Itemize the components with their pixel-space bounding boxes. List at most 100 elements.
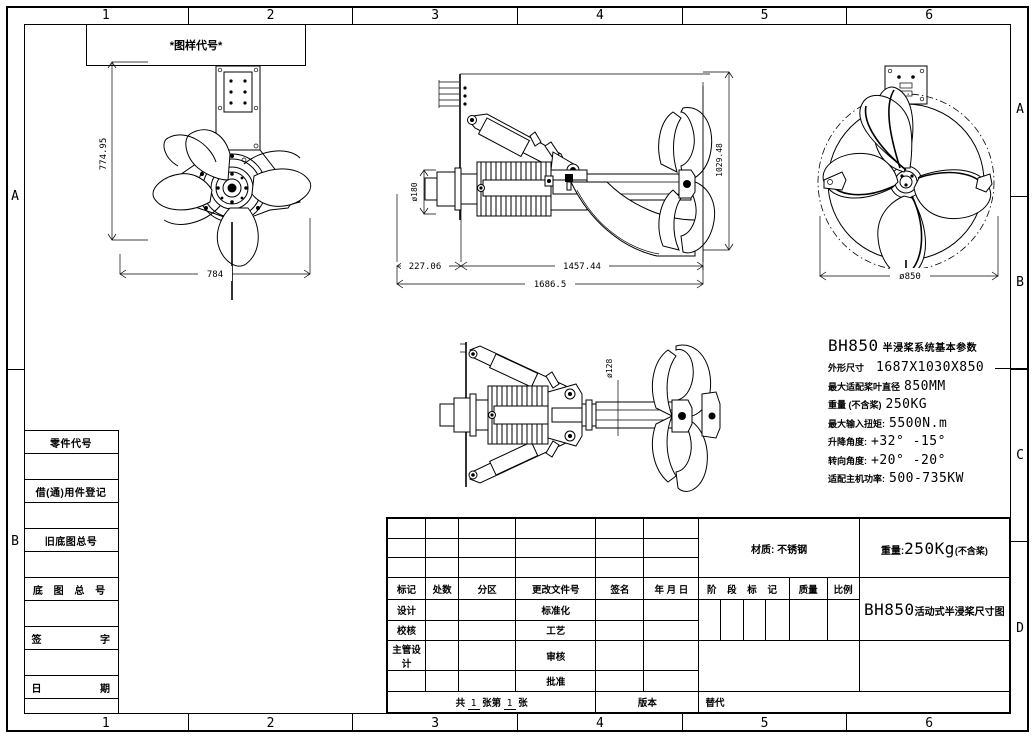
margin-label-common-part: 借(通)用件登记 — [35, 487, 107, 499]
zone-marker-right-b: B — [1011, 197, 1029, 370]
role-label-supervisor: 主管设计 — [386, 640, 427, 672]
revision-cell-count-r2[interactable] — [425, 537, 460, 559]
revision-cell-count-r3[interactable] — [425, 557, 460, 579]
margin-row-signature: 签 字 — [24, 627, 118, 650]
role-label-review: 审核 — [515, 640, 597, 672]
revision-cell-docno-r2[interactable] — [515, 537, 597, 559]
role-date-process[interactable] — [643, 619, 700, 642]
revision-cell-zone-r3[interactable] — [458, 557, 517, 579]
revision-cell-docno-r3[interactable] — [515, 557, 597, 579]
margin-row-old-base-no: 旧底图总号 — [24, 529, 118, 552]
margin-field-old-base-no[interactable] — [24, 552, 118, 578]
role-sign-supervisor[interactable] — [425, 640, 460, 672]
dimension-prop-diameter: ø850 — [819, 216, 999, 283]
dimension-front-height: 774.95 — [99, 61, 148, 241]
title-block: 材质: 不锈钢 重量:250Kg(不含桨) — [386, 517, 1011, 714]
revision-cell-mark-r2[interactable] — [386, 537, 427, 559]
role-date-approve[interactable] — [643, 670, 700, 693]
role-date-supervisor[interactable] — [458, 640, 517, 672]
sheet-count-cell: 共 1 张第 1 张 — [386, 691, 597, 713]
margin-field-date[interactable] — [24, 699, 118, 725]
margin-label-date-wrap: 日 期 — [32, 680, 111, 695]
weight-suffix: (不含桨) — [954, 545, 988, 556]
stage-blank-cell[interactable] — [698, 640, 860, 693]
margin-label-date-left: 日 — [31, 683, 43, 695]
end-view-propeller-disc: ø850 — [808, 62, 1008, 292]
margin-field-signature[interactable] — [24, 650, 118, 676]
role-sign-review[interactable] — [595, 640, 645, 672]
margin-label-base-no: 底 图 总 号 — [32, 585, 110, 597]
role-sign-design[interactable] — [425, 598, 460, 621]
role-date-blank[interactable] — [458, 670, 517, 693]
dimension-text-side-len-b: 1457.44 — [563, 262, 601, 272]
margin-label-signature-wrap: 签 字 — [32, 631, 111, 646]
margin-row-base-no: 底 图 总 号 — [24, 578, 118, 601]
role-date-standardization[interactable] — [643, 598, 700, 621]
role-label-approve: 批准 — [515, 670, 597, 693]
margin-label-part-code: 零件代号 — [50, 438, 92, 450]
spec-row-max-torque: 最大输入扭矩: 5500N.m — [828, 416, 1028, 431]
role-date-design[interactable] — [458, 598, 517, 621]
role-date-review[interactable] — [643, 640, 700, 672]
revision-cell-date-r2[interactable] — [643, 537, 700, 559]
role-label-check: 校核 — [386, 619, 427, 642]
revision-cell-zone-r1[interactable] — [458, 518, 517, 539]
revision-cell-docno-r1[interactable] — [515, 518, 597, 539]
stage-cell-1[interactable] — [698, 598, 722, 642]
sheet-count-mid: 张第 — [482, 698, 502, 710]
spec-value-weight: 250KG — [885, 397, 928, 412]
revision-cell-mark-r3[interactable] — [386, 557, 427, 579]
zone-marker-top-6: 6 — [925, 7, 934, 23]
zone-marker-left-b: B — [11, 534, 19, 550]
scale-header: 比例 — [826, 577, 860, 600]
scale-value-cell[interactable] — [826, 598, 860, 642]
revision-cell-sign-r3[interactable] — [595, 557, 645, 579]
front-elevation-propeller-view: 774.95 784 — [99, 61, 340, 302]
margin-field-part-code[interactable] — [24, 454, 118, 480]
revision-cell-date-r3[interactable] — [643, 557, 700, 579]
role-sign-standardization[interactable] — [595, 598, 645, 621]
margin-field-common-part[interactable] — [24, 503, 118, 529]
zone-marker-top-1: 1 — [24, 6, 189, 24]
stage-cell-4[interactable] — [764, 598, 790, 642]
dimension-text-side-height: 1029.48 — [715, 143, 724, 177]
zone-marker-top-2: 2 — [189, 6, 354, 24]
drawing-title-blank-cell[interactable] — [858, 640, 1011, 693]
role-sign-blank[interactable] — [425, 670, 460, 693]
spec-label-overall-size: 外形尺寸 — [828, 363, 865, 373]
margin-row-common-part: 借(通)用件登记 — [24, 480, 118, 503]
sheet-count-total: 1 — [467, 698, 480, 711]
stage-cell-3[interactable] — [742, 598, 766, 642]
revision-cell-date-r1[interactable] — [643, 518, 700, 539]
revision-cell-mark-r1[interactable] — [386, 518, 427, 539]
quality-header: 质量 — [788, 577, 828, 600]
revision-cell-sign-r2[interactable] — [595, 537, 645, 559]
spec-label-steer-angle: 转向角度: — [828, 455, 867, 466]
stage-cell-2[interactable] — [720, 598, 744, 642]
role-sign-approve[interactable] — [595, 670, 645, 693]
revision-cell-sign-r1[interactable] — [595, 518, 645, 539]
zone-marker-bottom-5: 5 — [683, 714, 848, 732]
revision-cell-count-r1[interactable] — [425, 518, 460, 539]
material-cell: 材质: 不锈钢 — [698, 517, 860, 579]
dimension-text-top-shaft-dia: ø128 — [605, 359, 614, 378]
zone-marker-bottom-2: 2 — [189, 714, 354, 732]
role-date-check[interactable] — [458, 619, 517, 642]
zone-strip-bottom: 1 2 3 4 5 6 — [24, 714, 1011, 732]
spec-value-overall-size: 1687X1030X850 — [876, 360, 985, 375]
margin-field-base-no[interactable] — [24, 601, 118, 627]
dimension-input-shaft-dia: ø180 — [410, 169, 436, 215]
revision-cell-zone-r2[interactable] — [458, 537, 517, 559]
role-sign-process[interactable] — [595, 619, 645, 642]
margin-row-date: 日 期 — [24, 676, 118, 699]
role-sign-check[interactable] — [425, 619, 460, 642]
zone-strip-top: 1 2 3 4 5 6 — [24, 6, 1011, 24]
role-label-standardization: 标准化 — [515, 598, 597, 621]
quality-value-cell[interactable] — [788, 598, 828, 642]
dimension-side-height: 1029.48 — [703, 71, 734, 251]
registration-margin-block: 零件代号 借(通)用件登记 旧底图总号 底 图 总 号 签 字 日 期 — [24, 430, 119, 714]
material-label: 材质: 不锈钢 — [751, 544, 808, 556]
zone-marker-bottom-4: 4 — [518, 714, 683, 732]
margin-label-date-right: 期 — [99, 683, 111, 695]
